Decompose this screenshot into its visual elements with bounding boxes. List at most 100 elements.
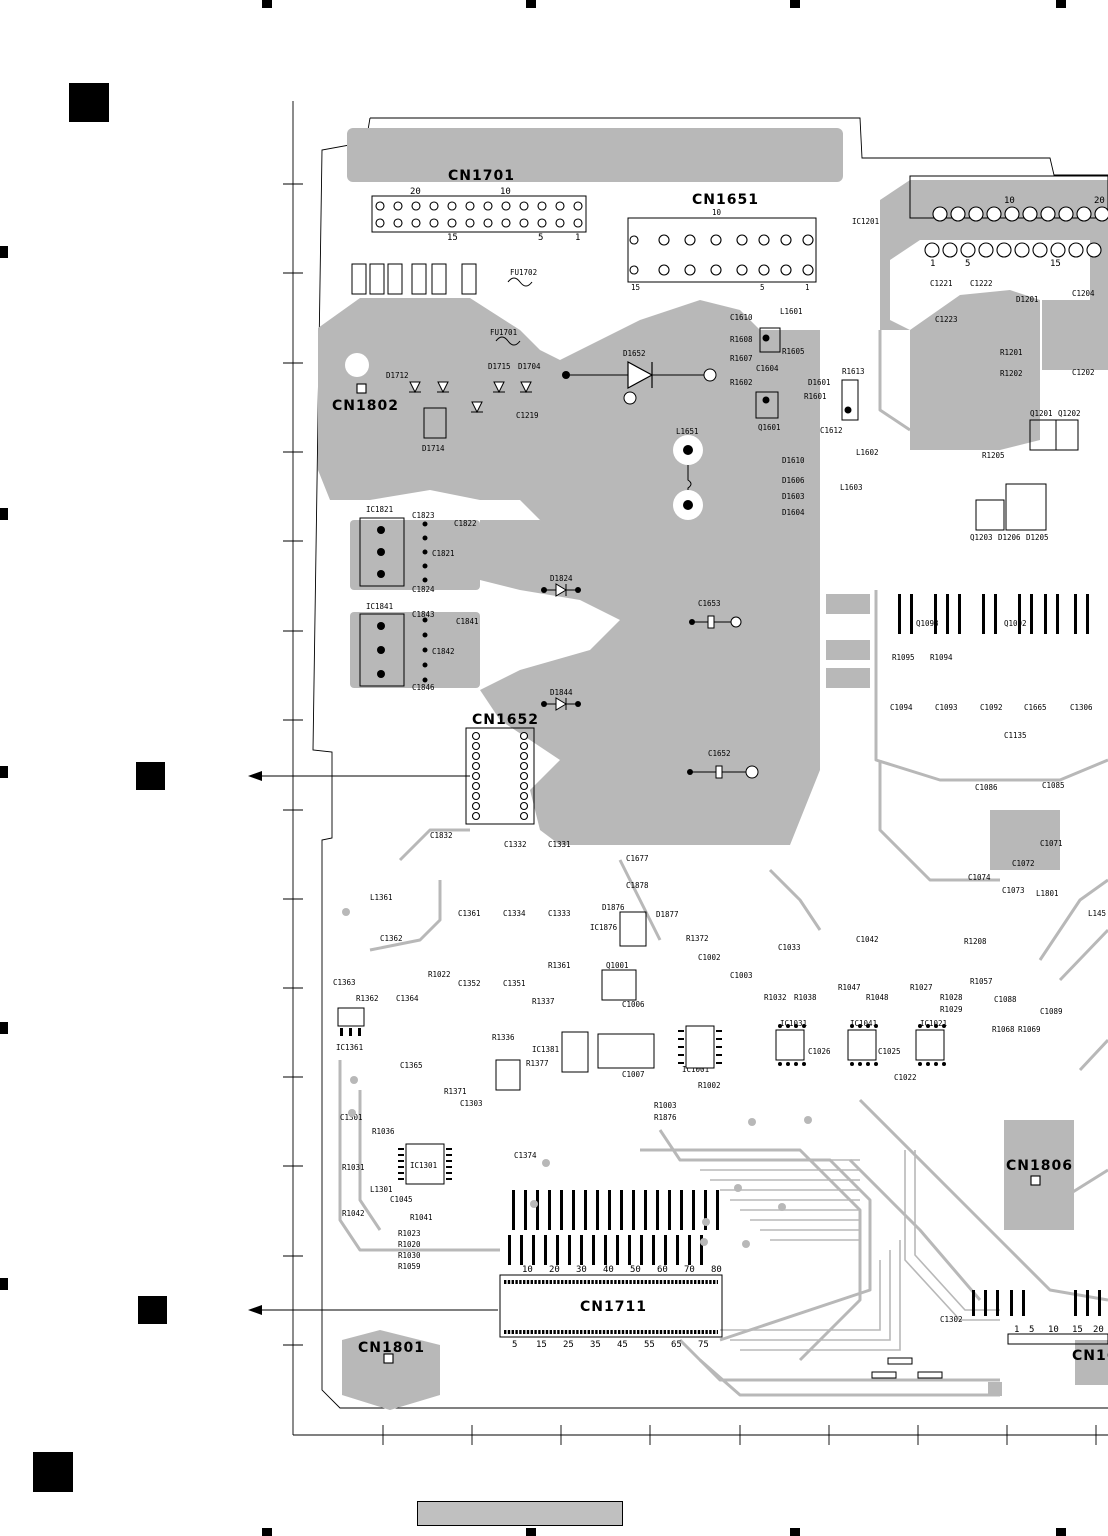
r1723-label: R1020 [398,1240,421,1249]
c1333-label: C1333 [548,909,571,918]
c1202-label: C1202 [1072,368,1095,377]
cap-c1653 [689,615,742,629]
ic1201-pin-15: 15 [1050,259,1061,269]
q1202-label: Q1202 [1058,409,1081,418]
cn1711-pin-70: 70 [684,1265,695,1275]
l1651-label: L1651 [676,427,699,436]
c1003-label: C1003 [730,971,753,980]
l1601-label: L1601 [780,307,803,316]
ic1201-pin-10: 10 [1004,196,1015,206]
q1601-label: Q1601 [758,423,781,432]
c1878-label: C1878 [626,881,649,890]
d1712-label: D1712 [386,371,409,380]
ic1301-body [398,1143,452,1185]
c1822-label: C1822 [454,519,477,528]
cn1701-pin-5: 5 [538,233,543,243]
index-square-top-left [69,83,109,122]
cn1806-pad [1030,1175,1041,1186]
ic1361-body [337,1007,365,1036]
c1363-label: C1363 [333,978,356,987]
resistor-row-1100 [898,594,1089,634]
cn16-header [1007,1333,1108,1345]
r1057-label: R1208 [964,937,987,946]
r1337-label: R1361 [548,961,571,970]
c1007-label: C1007 [622,1070,645,1079]
c1006-label: C1006 [622,1000,645,1009]
fuse-area [351,263,533,439]
r1362-label: R1022 [428,970,451,979]
ic1381-label: IC1381 [532,1045,559,1054]
cn1651-pin-10: 10 [712,208,722,217]
c1088-label: C1088 [994,995,1017,1004]
resistor-array-cn1711 [508,1190,719,1265]
c1085-label: C1085 [1042,781,1065,790]
r1725-label: R1023 [398,1229,421,1238]
d1714-label: D1714 [422,444,445,453]
r1722-label: R1030 [398,1251,421,1260]
c1002-label: C1002 [698,953,721,962]
cn1701-pin-10: 10 [500,187,511,197]
q1201-label: Q1201 [1030,409,1053,418]
ic1021-label: IC1021 [920,1019,947,1028]
copper-pour [318,128,1108,1410]
r1048-label: R1048 [866,993,889,1002]
c1351-label: C1351 [503,979,526,988]
c1095-label: C1093 [935,703,958,712]
r1312-label: R1036 [372,1127,395,1136]
cn1651-pin-5: 5 [760,283,765,292]
c1665-label: C1302 [940,1315,963,1324]
cn1711-header [499,1274,723,1338]
arrow-mid [248,771,470,781]
c1332-label: C1332 [504,840,527,849]
r1004-label: R1003 [654,1101,677,1110]
c1089-label: C1089 [1040,1007,1063,1016]
r1029-label: R1029 [940,1005,963,1014]
c1135-label: C1135 [1004,731,1027,740]
c1071-label: C1071 [1040,839,1063,848]
r1022-label: R1057 [970,977,993,986]
ic1821 [359,517,428,587]
r1027-label: R1027 [910,983,933,992]
cn1711-label: CN1711 [580,1299,647,1315]
r1068-label: R1068 [992,1025,1015,1034]
r1202-label: R1202 [1000,369,1023,378]
ic1201-pads [909,175,1108,258]
cn1711-pin-15: 15 [536,1340,547,1350]
cn1701-pins [375,201,583,228]
d1601-label: D1601 [808,378,831,387]
q1203-label: Q1203 [970,533,993,542]
r1377-label: R1336 [492,1033,515,1042]
r1876-label: R1372 [686,934,709,943]
cn1711-pin-75: 75 [698,1340,709,1350]
r1372-label: R1371 [444,1087,467,1096]
c1352-label: C1352 [458,979,481,988]
c1334-label: C1334 [503,909,526,918]
r1205-label: R1205 [982,451,1005,460]
cn1651-pin-15: 15 [631,283,640,292]
r1069-label: R1069 [1018,1025,1041,1034]
c1096-label: C1094 [890,703,913,712]
cn1711-pin-30: 30 [576,1265,587,1275]
c1086-label: C1086 [975,783,998,792]
fu1701-label: FU1701 [490,328,517,337]
ic1841 [359,613,428,687]
cn1711-pin-80: 80 [711,1265,722,1275]
c1362-label: C1362 [380,934,403,943]
c1042-label: C1042 [856,935,879,944]
ic1201-label: IC1201 [852,217,879,226]
l1603-label: L1603 [840,483,863,492]
cn1806-label: CN1806 [1006,1158,1073,1174]
ic1301-label: IC1301 [410,1161,437,1170]
cn1711-pin-20: 20 [549,1265,560,1275]
cn16-pin-10: 10 [1048,1325,1059,1335]
r1310-label: R1031 [342,1163,365,1172]
r1336-label: R1337 [532,997,555,1006]
r1096-label: R1095 [892,653,915,662]
cn1711-pin-45: 45 [617,1340,628,1350]
cn1711-pin-40: 40 [603,1265,614,1275]
q1001-label: Q1001 [606,961,629,970]
q1092-label: Q1092 [1004,619,1027,628]
r1371-label: R1377 [526,1059,549,1068]
cap-c1652 [687,765,759,779]
